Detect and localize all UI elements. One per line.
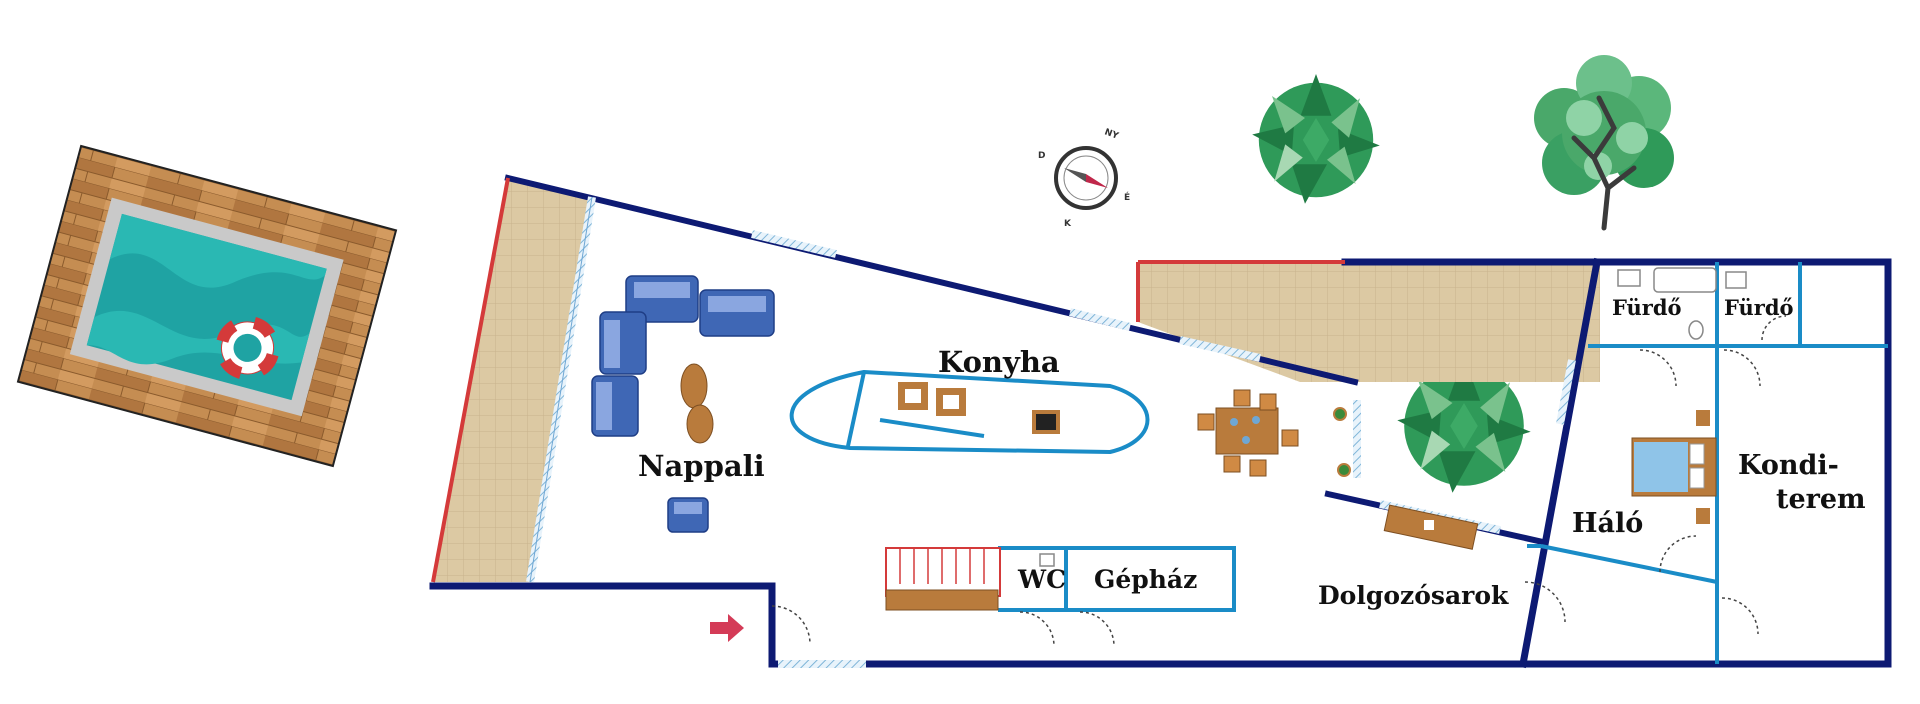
- compass-letter-ny: NY: [1103, 127, 1120, 141]
- stove-icon: [1032, 410, 1060, 434]
- office-desk: [1383, 504, 1479, 550]
- compass-letter-e: É: [1124, 191, 1130, 203]
- potted-plants: [1333, 407, 1351, 477]
- round-tree-icon: [1534, 55, 1674, 231]
- room-label-gym-line1: Kondi-: [1738, 450, 1839, 481]
- compass-letter-d: D: [1038, 151, 1045, 161]
- room-label-wc: WC: [1017, 565, 1066, 594]
- life-ring-icon: [215, 315, 280, 380]
- coffee-tables: [680, 363, 714, 444]
- interior-walls: [998, 262, 1888, 664]
- room-label-bath-1: Fürdő: [1612, 295, 1682, 320]
- red-walls: [431, 177, 1345, 583]
- pool-deck: [16, 144, 398, 468]
- room-label-office-corner: Dolgozósarok: [1318, 581, 1509, 610]
- dining-table: [1197, 389, 1299, 477]
- entrance-arrow-icon: [710, 614, 744, 642]
- bush-tree-icon: [1252, 74, 1380, 204]
- room-label-living: Nappali: [638, 449, 765, 483]
- sofa: [591, 275, 775, 437]
- west-terrace: [433, 178, 592, 582]
- doors: [771, 315, 1787, 647]
- compass-icon: NY É K D: [1038, 127, 1130, 229]
- staircase: [885, 547, 1001, 611]
- room-label-bedroom: Háló: [1572, 508, 1643, 539]
- room-label-machine-room: Gépház: [1094, 565, 1197, 594]
- room-label-bath-2: Fürdő: [1724, 295, 1794, 320]
- room-label-kitchen: Konyha: [938, 345, 1060, 379]
- compass-letter-k: K: [1064, 219, 1072, 229]
- armchair: [667, 497, 709, 533]
- kitchen-island: [789, 369, 1150, 455]
- kitchen-sinks: [898, 382, 966, 416]
- room-label-gym-line2: terem: [1776, 484, 1866, 515]
- bathroom-fixtures: [1039, 267, 1747, 567]
- bed: [1631, 410, 1717, 524]
